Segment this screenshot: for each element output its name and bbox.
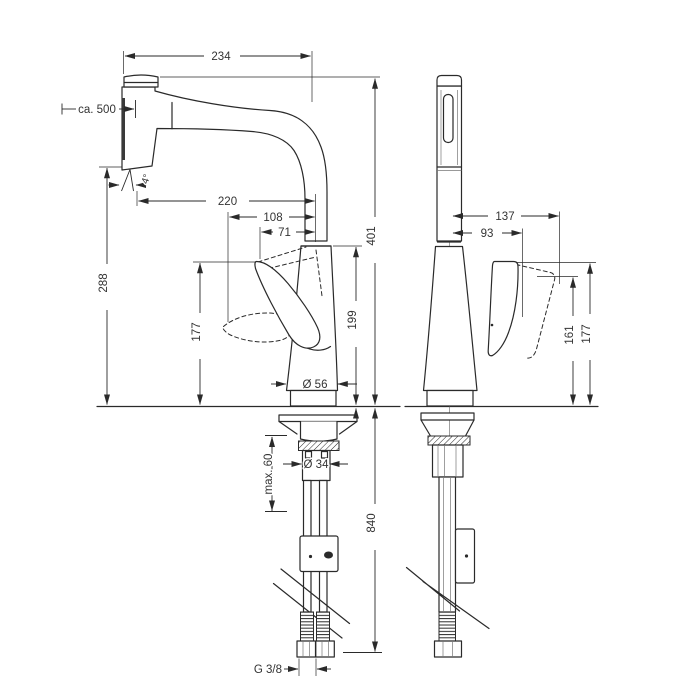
break-lines-front [405,566,490,630]
spout-cap [123,74,159,88]
hose-weight-side [299,535,339,573]
dim-reach-108-label: 108 [263,212,282,224]
hose-nut-front-facets [442,641,453,657]
handle-swing-line-3 [315,249,323,297]
dim-thread-label: G 3/8 [254,664,282,676]
stabilizer-plate-side [278,414,358,423]
dim-spout-width-label: 234 [211,51,231,63]
hose-tube-front [438,476,457,613]
dim-hose-840-label: 840 [366,513,378,532]
stabilizer-sides-front [420,419,475,437]
spout-outline [121,86,328,242]
mounting-nut-side [298,440,340,451]
stabilizer-sides-side [278,420,358,435]
side-view [96,74,401,658]
dim-body-diameter-label: Ø 56 [303,379,328,391]
dim-front-177-label: 177 [581,324,593,343]
front-view [404,74,599,658]
dimensions: 234 ca. 500 4° 220 108 71 401 [61,50,596,678]
break-lines-side [272,568,351,639]
dim-spray-angle-label: 4° [140,173,153,185]
handle-raised-dashed-front [515,264,556,359]
dim-reach-220-label: 220 [218,196,237,208]
dim-counter-thickness-label: max. 60 [263,454,275,495]
hose-nut-right [315,640,335,658]
dim-front-161-label: 161 [564,325,576,344]
shank-screw-right [320,450,329,459]
handle-lever-front [487,260,519,357]
spout-outlet-slot [442,93,454,144]
handle-pivot-dot [490,323,494,327]
dim-height-401-label: 401 [366,226,378,245]
dim-shank-diameter-label: Ø 34 [304,459,330,471]
shank-ribs [437,446,457,476]
weight-slot [324,551,333,559]
dim-height-288-label: 288 [98,273,110,292]
hose-nut-facets [302,641,329,657]
stabilizer-plate-front [420,412,475,421]
spout-cap-front [436,74,463,87]
weight-pin [308,554,313,559]
handle-swing-line-1 [257,246,307,263]
dim-front-137-label: 137 [495,211,514,223]
mount-cylinder-side [299,421,338,442]
dim-reach-71-label: 71 [278,227,291,239]
mounting-nut-front [427,435,471,446]
hose-thread-front [438,611,456,642]
dim-pullout-length-label: ca. 500 [78,104,116,116]
hose-tube-walls [443,478,451,611]
hose-thread-right [316,611,330,642]
dim-height-199-label: 199 [347,310,359,329]
spray-face-strip [121,98,125,160]
dim-front-93-label: 93 [481,228,494,240]
shank-screw-left [304,450,313,459]
shank-front [431,444,464,478]
handle-lever-side [254,260,321,349]
dim-height-177-side-label: 177 [191,322,203,341]
body-cone-front [422,245,478,392]
weight-pin-front [464,554,469,558]
hose-nut-left [296,640,317,658]
base-pedestal-side [289,389,337,407]
hose-thread-left [300,611,314,642]
hose-nut-front [433,640,463,658]
base-pedestal-front [426,389,474,407]
